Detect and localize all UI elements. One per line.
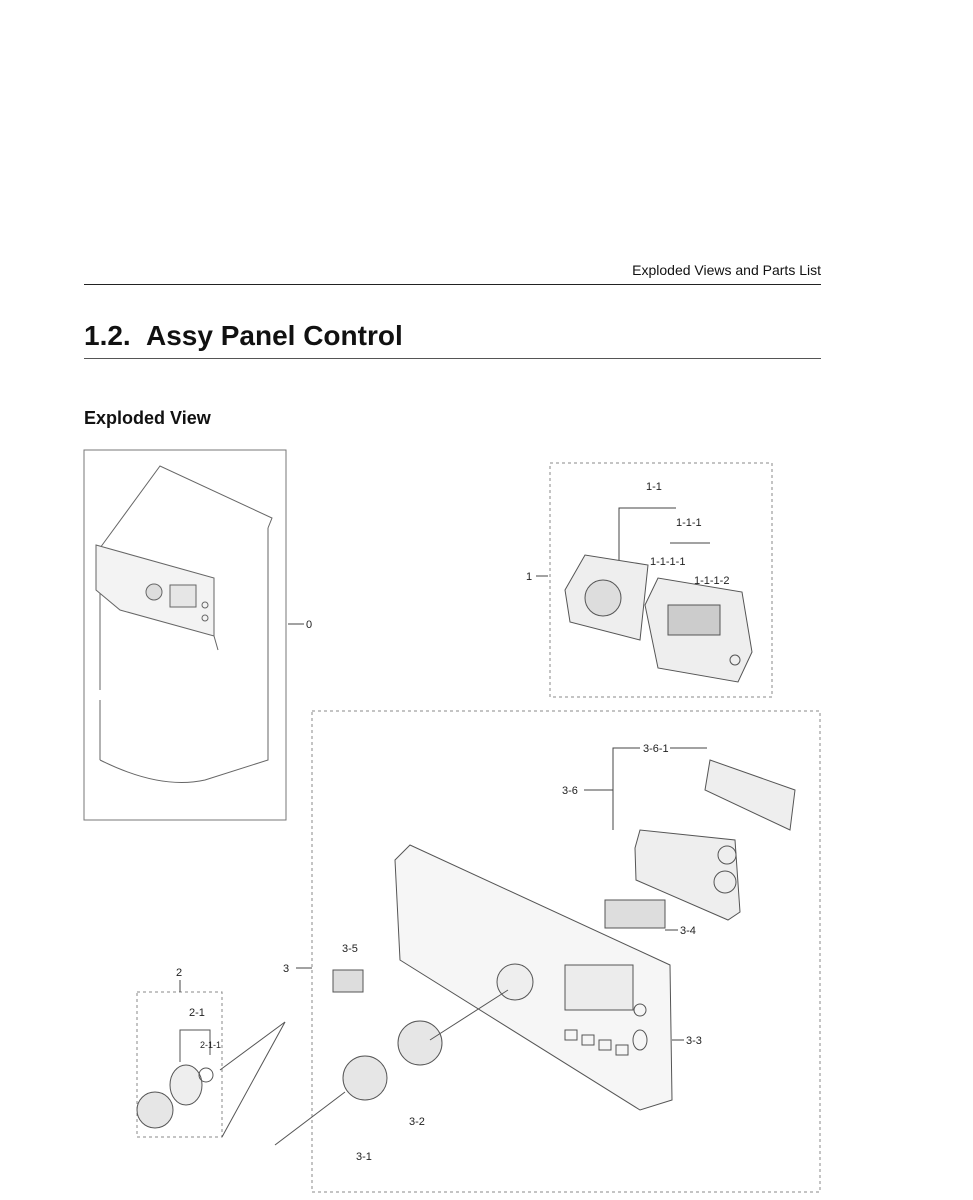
callout-1: 1 — [526, 571, 532, 583]
callout-1-1-1: 1-1-1 — [676, 517, 702, 529]
section-number: 1.2. — [84, 320, 131, 351]
subheading: Exploded View — [84, 408, 211, 428]
callout-0: 0 — [306, 619, 312, 631]
callout-3-3: 3-3 — [686, 1035, 702, 1047]
callout-3-2: 3-2 — [409, 1116, 425, 1128]
washer-illustration — [95, 465, 273, 783]
callout-3-6: 3-6 — [562, 785, 578, 797]
callout-2-1-1: 2-1-1 — [200, 1040, 221, 1050]
knob-illustration — [136, 1021, 286, 1138]
callout-3-6-1: 3-6-1 — [643, 743, 669, 755]
callout-1-1-1-2: 1-1-1-2 — [694, 575, 729, 587]
pcb-group-frame — [549, 462, 773, 698]
panel-group-frame — [311, 710, 821, 1193]
callout-1-1: 1-1 — [646, 481, 662, 493]
callout-3-1: 3-1 — [356, 1151, 372, 1163]
panel-illustration — [274, 759, 796, 1146]
page-title: 1.2. Assy Panel Control — [84, 320, 821, 359]
page-header: Exploded Views and Parts List — [84, 262, 821, 285]
callout-2: 2 — [176, 967, 182, 979]
callout-3-5: 3-5 — [342, 943, 358, 955]
callout-1-1-1-1: 1-1-1-1 — [650, 556, 685, 568]
section-heading: Assy Panel Control — [146, 320, 403, 351]
pcb-illustration — [564, 554, 753, 683]
callout-2-1: 2-1 — [189, 1007, 205, 1019]
section-title: Exploded Views and Parts List — [632, 262, 821, 278]
callout-3-4: 3-4 — [680, 925, 696, 937]
washer-frame — [83, 449, 287, 821]
callout-3: 3 — [283, 963, 289, 975]
